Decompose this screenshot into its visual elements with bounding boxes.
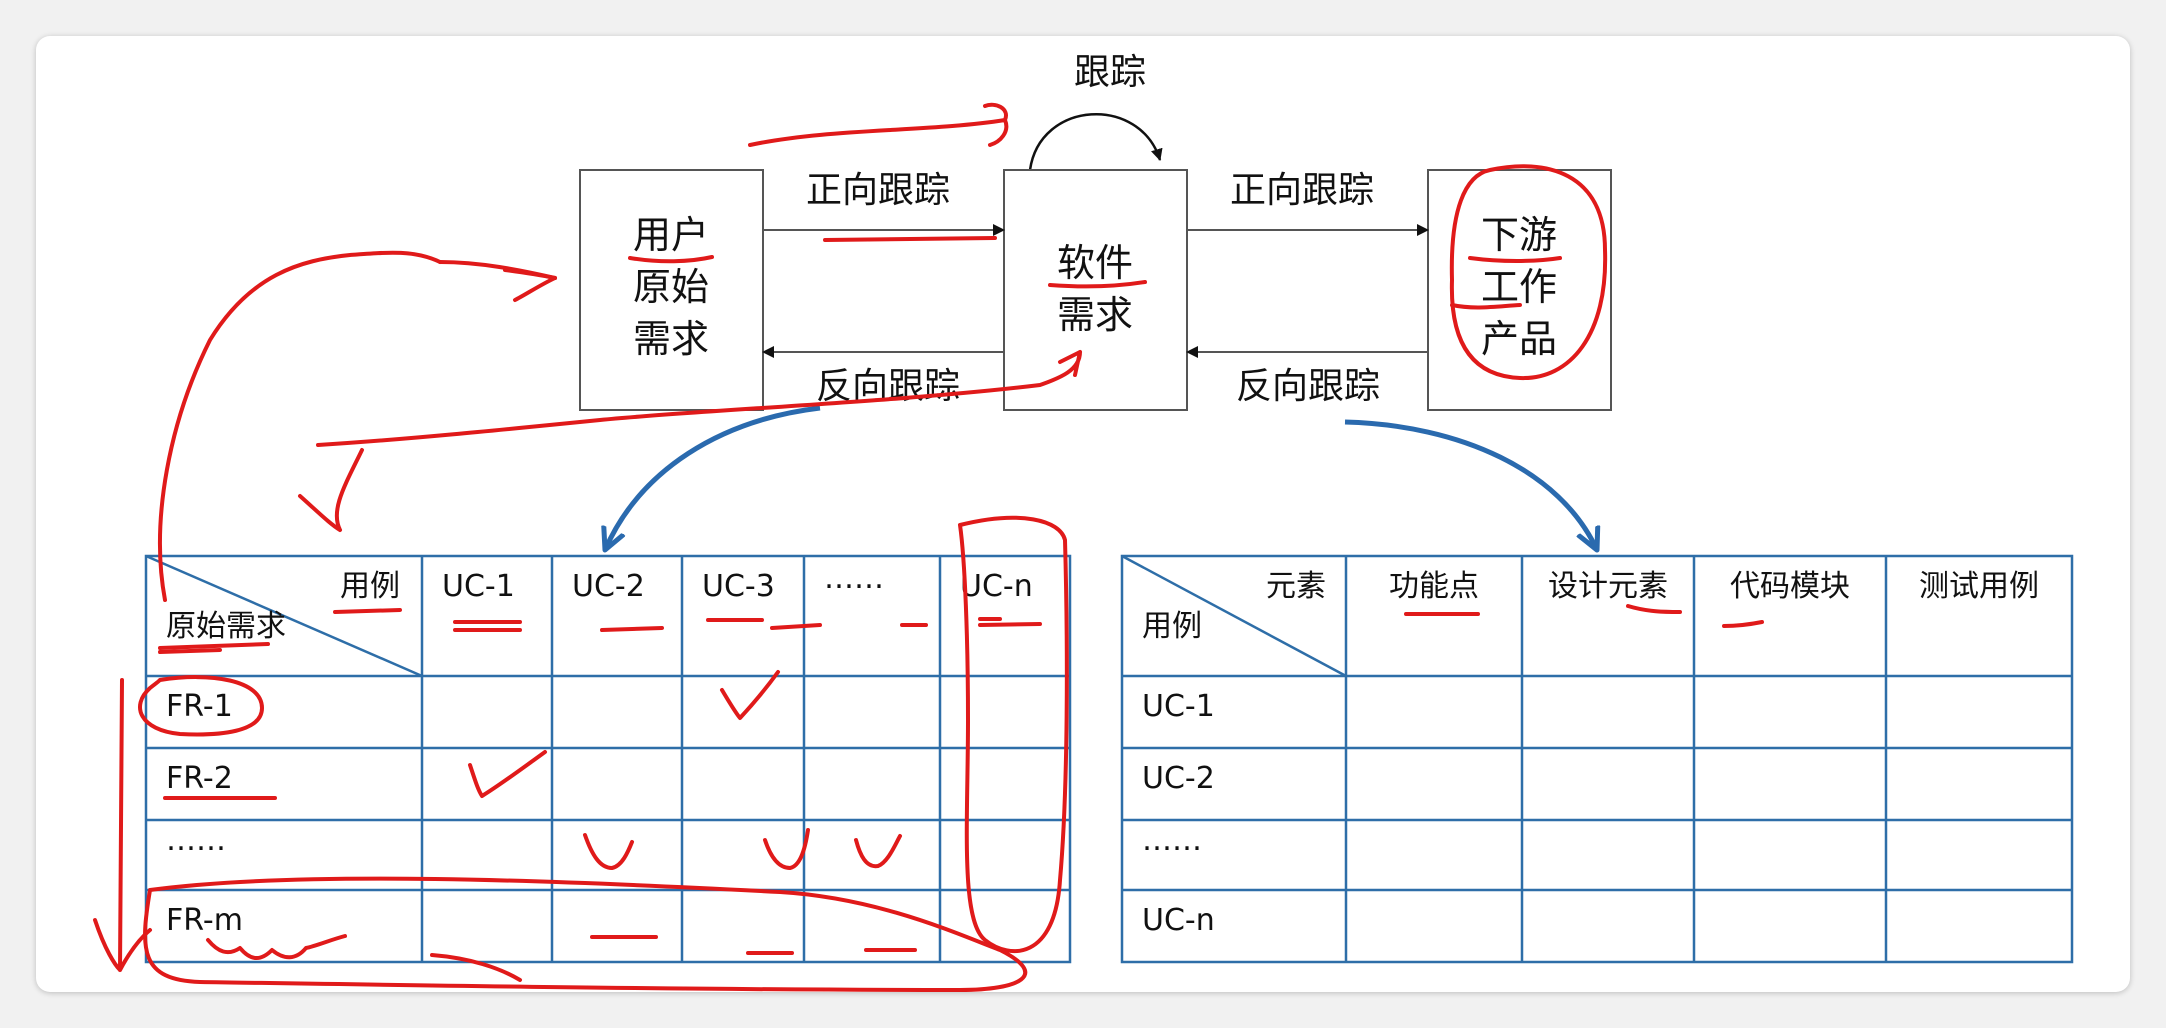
downstream-products-box bbox=[1427, 169, 1612, 411]
downstream-box-line-1: 下游 bbox=[1481, 213, 1557, 257]
forward-trace-label-right: 正向跟踪 bbox=[1230, 170, 1374, 211]
right-table-col-header: 测试用例 bbox=[1919, 569, 2039, 604]
left-table-col-header: …… bbox=[824, 561, 884, 596]
user-box-line-2: 原始 bbox=[633, 265, 709, 309]
handwritten-annotations bbox=[93, 102, 1764, 992]
left-table-row-header: FR-2 bbox=[166, 761, 233, 796]
left-table-col-header: UC-n bbox=[960, 569, 1033, 604]
right-table-col-header: 功能点 bbox=[1389, 569, 1479, 604]
software-box-line-2: 需求 bbox=[1057, 293, 1133, 337]
right-table-row-header: UC-2 bbox=[1142, 761, 1215, 796]
right-table-corner-top: 元素 bbox=[1266, 569, 1326, 604]
left-table-col-header: UC-3 bbox=[702, 569, 775, 604]
self-loop-label: 跟踪 bbox=[1074, 52, 1146, 93]
software-box-line-1: 软件 bbox=[1057, 241, 1133, 285]
downstream-box-line-2: 工作 bbox=[1481, 265, 1557, 309]
forward-trace-label-left: 正向跟踪 bbox=[806, 170, 950, 211]
backward-trace-label-right: 反向跟踪 bbox=[1236, 366, 1380, 407]
user-box-line-3: 需求 bbox=[633, 317, 709, 361]
left-table-col-header: UC-2 bbox=[572, 569, 645, 604]
right-table-row-header: …… bbox=[1142, 823, 1202, 858]
right-table-row-header: UC-n bbox=[1142, 903, 1215, 938]
self-loop-arrow bbox=[1028, 113, 1163, 171]
requirements-usecase-table bbox=[144, 554, 1072, 964]
left-table-row-header: …… bbox=[166, 823, 226, 858]
downstream-box-line-3: 产品 bbox=[1481, 317, 1557, 361]
right-table-col-header: 设计元素 bbox=[1548, 569, 1668, 604]
left-table-row-header: FR-m bbox=[166, 903, 243, 938]
left-table-corner-bottom: 原始需求 bbox=[166, 609, 286, 644]
left-table-corner-top: 用例 bbox=[340, 569, 400, 604]
right-table-col-header: 代码模块 bbox=[1730, 569, 1850, 604]
right-table-row-header: UC-1 bbox=[1142, 689, 1215, 724]
software-requirements-box bbox=[1003, 169, 1188, 411]
user-requirements-box bbox=[579, 169, 764, 411]
left-table-col-header: UC-1 bbox=[442, 569, 515, 604]
blue-arrow-to-left-table bbox=[605, 405, 821, 550]
usecase-elements-table bbox=[1120, 554, 2074, 964]
right-table-corner-bottom: 用例 bbox=[1142, 609, 1202, 644]
left-table-row-header: FR-1 bbox=[166, 689, 233, 724]
blue-arrow-to-right-table bbox=[1344, 419, 1597, 550]
user-box-line-1: 用户 bbox=[633, 213, 709, 257]
